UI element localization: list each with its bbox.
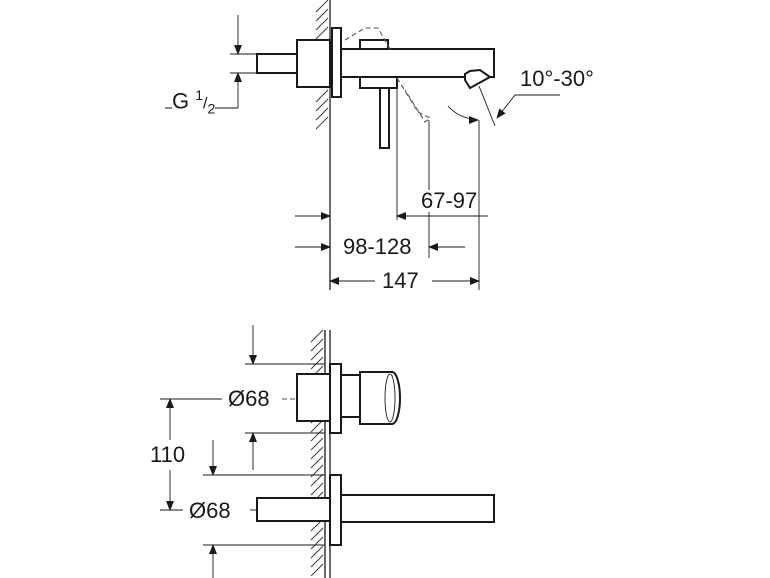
wall-flange bbox=[331, 27, 342, 98]
diameter-lower-label: Ø68 bbox=[189, 498, 231, 523]
hatch-line bbox=[310, 338, 324, 352]
side-view bbox=[165, 0, 560, 290]
front-view bbox=[160, 325, 495, 578]
hatch-line bbox=[310, 455, 324, 469]
thread-size-label: G 1/2 bbox=[172, 84, 216, 120]
dim-spacing-label: 110 bbox=[150, 442, 186, 467]
hatch-line bbox=[310, 446, 324, 460]
hatch-line bbox=[310, 428, 324, 442]
lever-alt-position bbox=[344, 27, 432, 123]
hatch-line bbox=[315, 26, 329, 40]
control-knob bbox=[359, 371, 401, 425]
knob-base bbox=[340, 374, 362, 418]
hatch-line bbox=[310, 437, 324, 451]
hatch-line bbox=[310, 482, 324, 496]
hatch-line bbox=[310, 473, 324, 487]
upper-flange bbox=[329, 363, 342, 434]
lower-pipe bbox=[256, 497, 331, 522]
dim-range-label: 98-128 bbox=[343, 234, 412, 259]
dim-total-label: 147 bbox=[382, 268, 419, 293]
thread-numerator: 1 bbox=[195, 87, 204, 103]
hatch-line bbox=[315, 107, 329, 121]
hatch-line bbox=[310, 329, 324, 343]
diameter-upper-label: Ø68 bbox=[228, 386, 270, 411]
hatch-line bbox=[315, 0, 329, 13]
hatch-line bbox=[315, 8, 329, 22]
hatch-line bbox=[310, 347, 324, 361]
lever-housing-top bbox=[359, 39, 389, 50]
hatch-line bbox=[310, 356, 324, 370]
thread-label: G bbox=[172, 88, 190, 114]
hatch-line bbox=[310, 536, 324, 550]
mounting-nut bbox=[296, 39, 331, 88]
hatch-line bbox=[310, 563, 324, 577]
lever-handle bbox=[379, 87, 390, 149]
valve-body bbox=[296, 373, 331, 422]
hatch-line bbox=[315, 89, 329, 103]
hatch-line bbox=[310, 554, 324, 568]
lower-flange bbox=[329, 474, 342, 546]
lower-spout bbox=[340, 494, 495, 523]
hatch-line bbox=[315, 116, 329, 130]
hatch-line bbox=[315, 98, 329, 112]
hatch-line bbox=[310, 527, 324, 541]
thread-denominator: 2 bbox=[207, 100, 216, 117]
dim-projection-label: 67-97 bbox=[421, 188, 478, 213]
lever-housing-bottom bbox=[359, 76, 398, 89]
hatch-line bbox=[315, 17, 329, 31]
aerator bbox=[464, 68, 492, 90]
angle-label: 10°-30° bbox=[520, 66, 594, 91]
hatch-line bbox=[310, 545, 324, 559]
